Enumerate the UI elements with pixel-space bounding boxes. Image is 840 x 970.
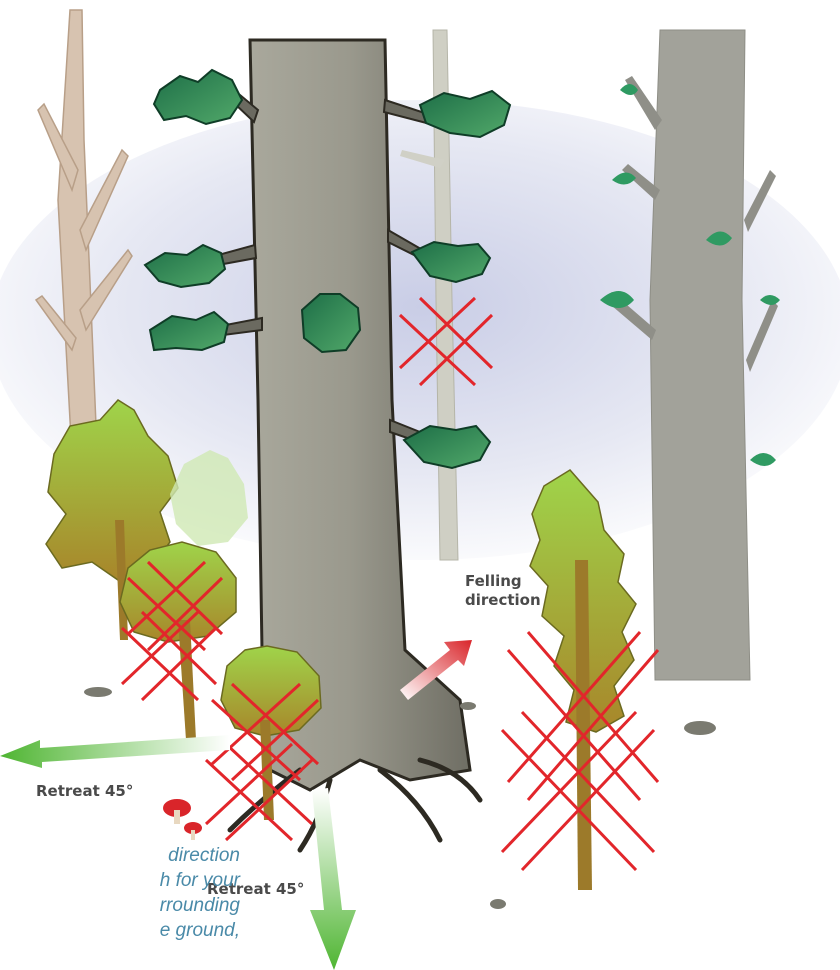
caption-line: h for your bbox=[0, 868, 240, 893]
caption-line: rrounding bbox=[0, 893, 240, 918]
caption-line: direction bbox=[0, 843, 240, 868]
felling-label-line2: direction bbox=[465, 591, 541, 610]
felling-direction-label: Felling direction bbox=[465, 572, 541, 610]
caption-line: e ground, bbox=[0, 918, 240, 943]
felling-label-line1: Felling bbox=[465, 572, 541, 591]
caption-text: direction h for your rrounding e ground, bbox=[0, 843, 240, 943]
retreat-left-label: Retreat 45° bbox=[36, 782, 133, 801]
retreat-arrow-left bbox=[0, 735, 230, 768]
retreat-arrow-down bbox=[310, 788, 356, 970]
mushroom-icon bbox=[163, 799, 202, 840]
